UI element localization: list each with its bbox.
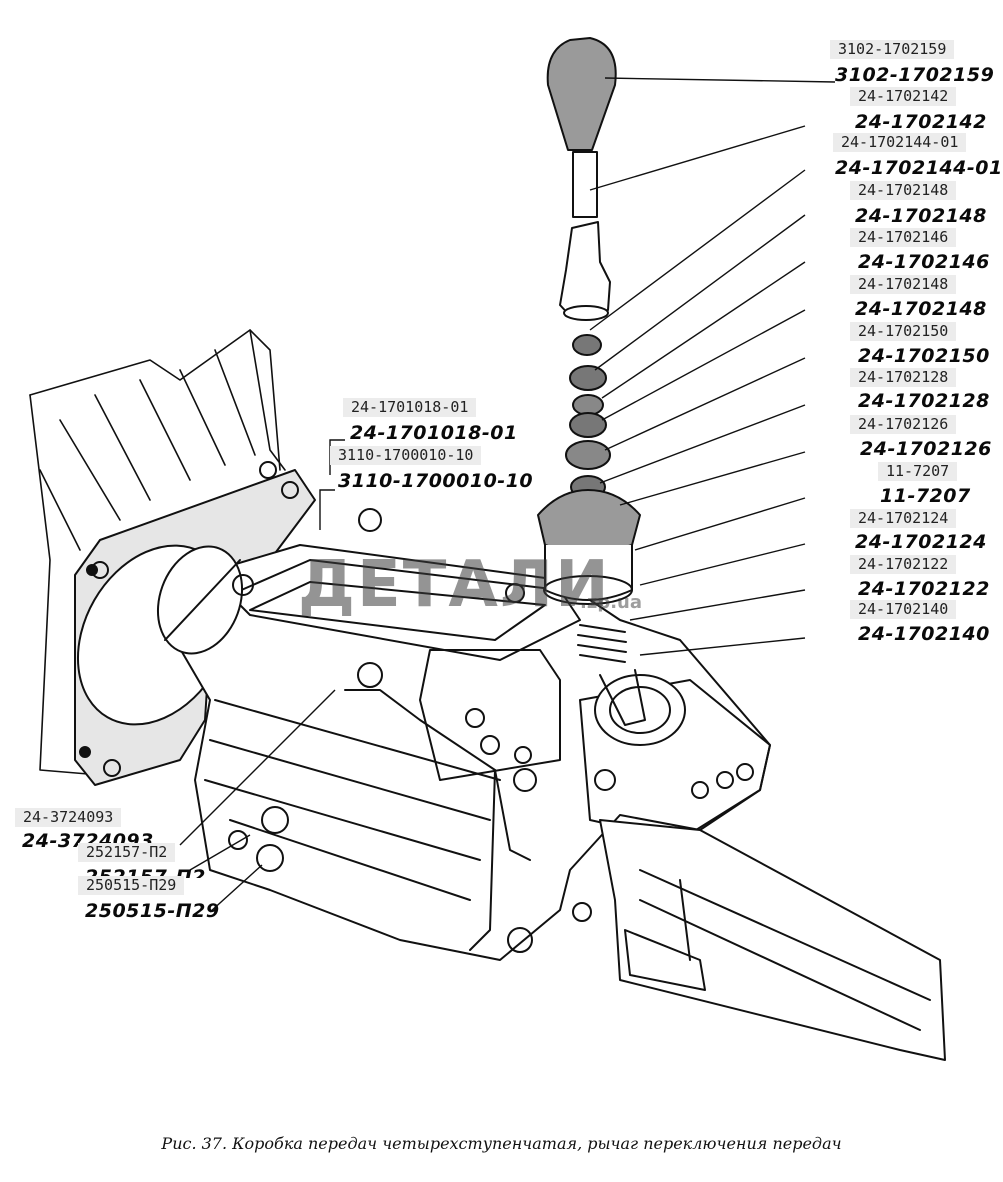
callout-code: 250515-П29 — [78, 876, 185, 895]
part-label: 24-1702128 — [858, 390, 990, 412]
part-label: 24-1702140 — [858, 623, 990, 645]
callout-code: 11-7207 — [878, 462, 958, 481]
figure-caption: Рис. 37. Коробка передач четырехступенча… — [161, 1134, 842, 1153]
gearbox-housing — [156, 508, 946, 1061]
part-label: 11-7207 — [880, 485, 971, 507]
callout-code: 3110-1700010-10 — [330, 446, 482, 465]
engine-block-outline — [29, 329, 286, 776]
part-label: 24-1702148 — [855, 298, 987, 320]
callout-code: 24-1702148 — [850, 275, 957, 294]
callout-code: 24-3724093 — [15, 808, 122, 827]
part-label: 24-1702148 — [855, 205, 987, 227]
part-label: 250515-П29 — [85, 900, 220, 922]
callout-code: 24-1702124 — [850, 509, 957, 528]
part-label: 24-1702142 — [855, 111, 987, 133]
callout-code: 24-1701018-01 — [343, 398, 477, 417]
part-label: 24-1702150 — [858, 345, 990, 367]
part-label: 24-1702144-01 — [835, 157, 1003, 179]
part-label: 24-1702126 — [860, 438, 992, 460]
part-label: 3102-1702159 — [835, 64, 995, 86]
callout-code: 24-1702150 — [850, 322, 957, 341]
part-label: 24-1702146 — [858, 251, 990, 273]
callout-code: 24-1702148 — [850, 181, 957, 200]
callout-code: 24-1702146 — [850, 228, 957, 247]
watermark-domain: .zp.ua — [580, 592, 642, 613]
callout-code: 24-1702142 — [850, 87, 957, 106]
callout-code: 24-1702144-01 — [833, 133, 967, 152]
part-label: 24-1702122 — [858, 578, 990, 600]
part-label: 24-1702124 — [855, 531, 987, 553]
part-label: 24-1701018-01 — [350, 422, 518, 444]
watermark-brand: ДЕТАЛИ — [298, 548, 611, 622]
part-label: 3110-1700010-10 — [338, 470, 534, 492]
callout-code: 3102-1702159 — [830, 40, 955, 59]
gear-lever-assembly — [537, 37, 646, 726]
callout-code: 24-1702122 — [850, 555, 957, 574]
leader-lines — [179, 77, 836, 913]
callout-code: 252157-П2 — [78, 843, 176, 862]
callout-code: 24-1702126 — [850, 415, 957, 434]
part-label: 252157-П2 — [85, 866, 206, 878]
callout-code: 24-1702140 — [850, 600, 957, 619]
callout-code: 24-1702128 — [850, 368, 957, 387]
